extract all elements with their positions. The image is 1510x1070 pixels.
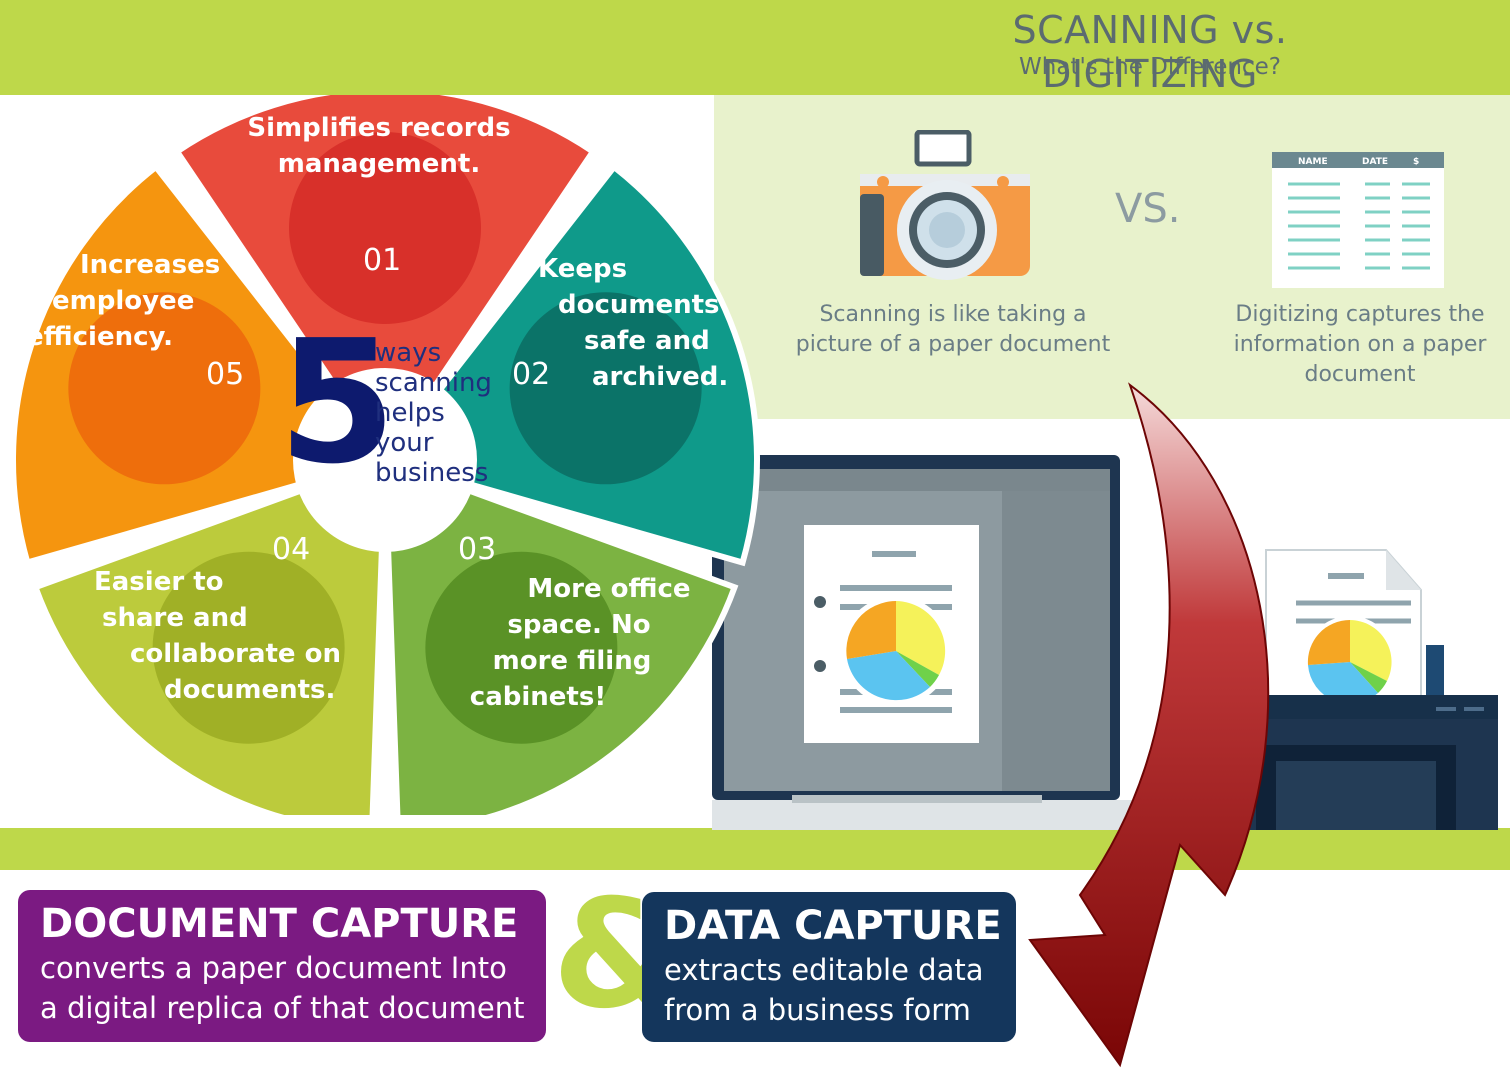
- segment-02-line: Keeps: [538, 254, 628, 284]
- center-text-line: ways: [375, 338, 442, 368]
- document-capture-box: DOCUMENT CAPTURE converts a paper docume…: [18, 890, 546, 1042]
- center-text-line: scanning: [375, 368, 492, 398]
- data-capture-line: extracts editable data: [664, 953, 984, 987]
- arrow-icon: [1028, 382, 1270, 1068]
- center-text-line: business: [375, 458, 489, 488]
- segment-03-number: 03: [458, 532, 497, 567]
- data-capture-title: DATA CAPTURE: [664, 903, 1002, 949]
- segment-05-line: efficiency.: [26, 322, 173, 352]
- segment-04-line: Easier to: [94, 567, 224, 597]
- document-capture-line: converts a paper document Into: [40, 951, 507, 985]
- digitizing-caption-line: information on a paper: [1233, 332, 1487, 357]
- segment-03-line: more filing: [492, 646, 652, 676]
- segment-03-line: More office: [527, 574, 691, 604]
- document-capture-line: a digital replica of that document: [40, 991, 525, 1025]
- monitor-illustration: [712, 455, 1172, 830]
- segment-03-label: More office space. No more filing cabine…: [436, 571, 706, 715]
- segment-05-line: Increases: [80, 250, 221, 280]
- scanning-caption-line: Scanning is like taking a: [819, 302, 1087, 327]
- digitizing-caption-line: Digitizing captures the: [1235, 302, 1485, 327]
- segment-02-number: 02: [512, 357, 551, 392]
- scanning-caption: Scanning is like taking a picture of a p…: [770, 300, 1136, 360]
- segment-04-number: 04: [272, 532, 311, 567]
- segment-04-line: documents.: [164, 675, 336, 705]
- segment-01-number: 01: [363, 243, 402, 278]
- segment-01-line: management.: [277, 149, 481, 179]
- segment-05-line: employee: [52, 286, 195, 316]
- segment-01-line: Simplifies records: [247, 113, 511, 143]
- wheel-segment-accent-02: [509, 292, 702, 485]
- page-title: SCANNING vs. DIGITIZING: [1012, 8, 1288, 96]
- segment-02-line: safe and: [584, 326, 710, 356]
- page-subtitle: What's the Difference?: [1019, 54, 1281, 80]
- center-text-line: helps: [375, 398, 445, 428]
- digitizing-caption: Digitizing captures the information on a…: [1210, 300, 1510, 390]
- center-text-line: your: [375, 428, 434, 458]
- table-header-name: NAME: [1298, 157, 1328, 167]
- wheel-segment-accent-05: [68, 292, 261, 485]
- segment-01-label: Simplifies records management.: [234, 110, 524, 182]
- segment-02-line: documents: [558, 290, 720, 320]
- segment-02-label: Keeps documents safe and archived.: [538, 251, 728, 395]
- wheel-hub: [293, 368, 477, 552]
- data-capture-box: DATA CAPTURE extracts editable data from…: [642, 892, 1016, 1042]
- data-capture-line: from a business form: [664, 993, 971, 1027]
- center-text: ways scanning helps your business: [375, 338, 492, 488]
- digitizing-caption-line: document: [1304, 362, 1416, 387]
- wheel-segment-accent-01: [289, 132, 481, 324]
- camera-icon: [860, 130, 1030, 280]
- segment-04-line: collaborate on: [130, 639, 341, 669]
- vs-label: VS.: [1115, 186, 1181, 232]
- segment-05-number: 05: [206, 357, 245, 392]
- segment-03-line: space. No: [507, 610, 651, 640]
- footer-band: [0, 828, 1510, 870]
- scanning-caption-line: picture of a paper document: [795, 332, 1111, 357]
- table-header-dollar: $: [1413, 157, 1419, 167]
- segment-04-line: share and: [102, 603, 248, 633]
- header-band: [0, 0, 1510, 95]
- segment-04-label: Easier to share and collaborate on docum…: [94, 564, 341, 708]
- wheel-diagram: [10, 95, 760, 815]
- spreadsheet-icon: NAME DATE $: [1272, 152, 1444, 288]
- document-capture-title: DOCUMENT CAPTURE: [40, 901, 519, 947]
- center-number: 5: [278, 304, 397, 502]
- wheel-segment-accent-04: [152, 551, 345, 744]
- segment-05-label: Increases employee efficiency.: [26, 247, 220, 355]
- segment-03-line: cabinets!: [469, 682, 607, 712]
- segment-02-line: archived.: [592, 362, 729, 392]
- wheel-segment-accent-03: [425, 551, 618, 744]
- table-header-date: DATE: [1362, 157, 1388, 167]
